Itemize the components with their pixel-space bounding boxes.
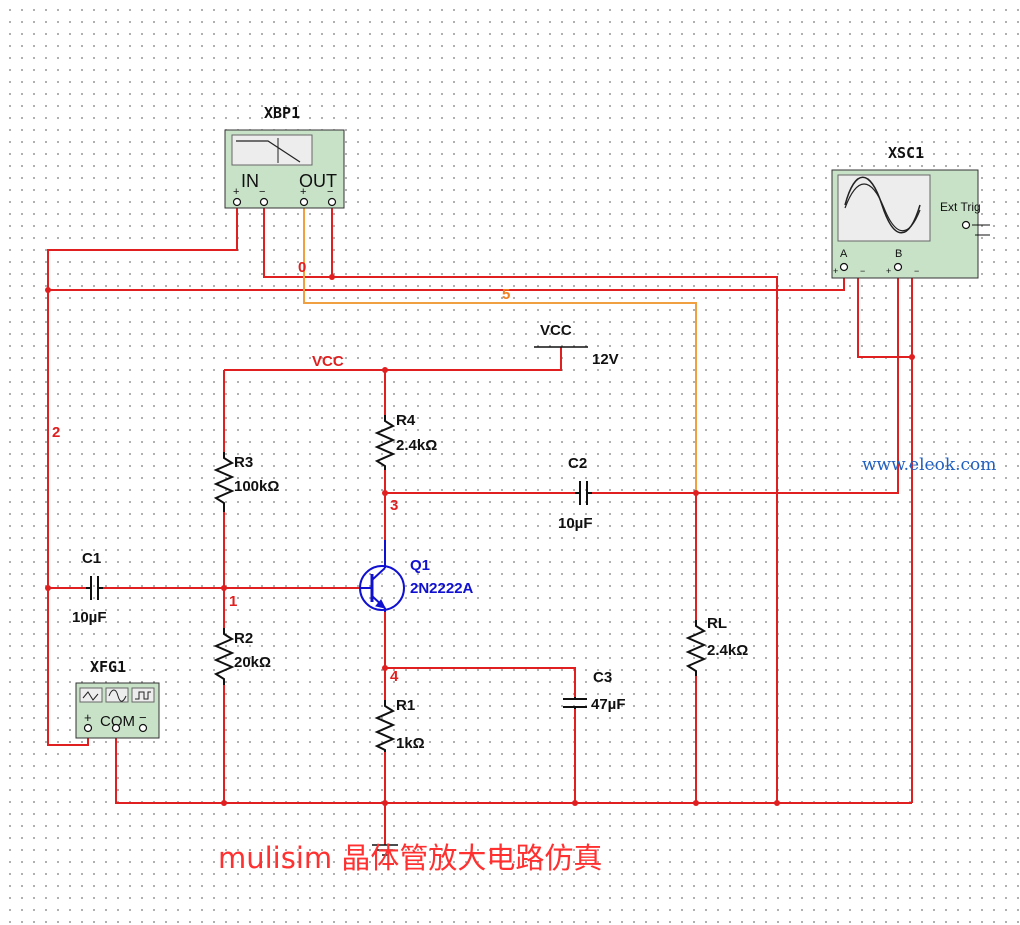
r4-value: 2.4kΩ — [396, 437, 437, 454]
bode-out-plus: + — [300, 186, 306, 198]
fgen-com-label: COM — [100, 713, 135, 730]
wire-c3-top[interactable] — [385, 667, 576, 697]
scope-a-minus: − — [860, 266, 865, 276]
bode-curve-icon — [236, 140, 301, 163]
bode-out-minus: − — [327, 186, 333, 198]
r4-ref: R4 — [396, 412, 416, 429]
scope-a-plus: + — [833, 266, 838, 276]
r3-ref: R3 — [234, 454, 253, 471]
sine-wave-icon — [108, 689, 127, 702]
resistor-r3[interactable]: R3 100kΩ — [213, 452, 279, 512]
capacitor-c3[interactable]: C3 47µF — [563, 669, 626, 713]
wire-ground-rail[interactable] — [115, 728, 912, 804]
net-label-4: 4 — [390, 668, 399, 685]
fgen-plus: + — [84, 710, 92, 725]
wire-vcc-rail[interactable] — [224, 347, 562, 371]
vcc-source[interactable]: VCC 12V — [534, 322, 619, 368]
r2-ref: R2 — [234, 630, 253, 647]
scope-ch-b-label: B — [895, 248, 902, 260]
c1-ref: C1 — [82, 550, 101, 567]
fgen-plus-terminal[interactable] — [83, 723, 93, 733]
function-generator-xfg1[interactable]: XFG1 + COM − — [75, 658, 160, 739]
resistor-r4[interactable]: R4 2.4kΩ — [374, 412, 437, 470]
vcc-ref: VCC — [540, 322, 572, 339]
net-labels: 0 5 2 VCC 3 1 4 — [52, 259, 510, 685]
rl-value: 2.4kΩ — [707, 642, 748, 659]
net-label-2: 2 — [52, 424, 60, 441]
q1-part: 2N2222A — [410, 580, 474, 597]
vcc-value: 12V — [592, 351, 619, 368]
c3-value: 47µF — [591, 696, 626, 713]
rl-ref: RL — [707, 615, 727, 632]
bode-plotter-xbp1[interactable]: XBP1 IN OUT + − + − — [224, 104, 345, 209]
wires — [47, 203, 913, 845]
bode-ref: XBP1 — [264, 104, 300, 122]
fgen-minus: − — [139, 710, 147, 725]
square-wave-icon — [135, 691, 151, 700]
net-label-0: 0 — [298, 259, 306, 276]
r1-ref: R1 — [396, 697, 415, 714]
fgen-minus-terminal[interactable] — [138, 723, 148, 733]
bode-out-minus-terminal[interactable] — [327, 197, 337, 207]
triangle-wave-icon — [82, 691, 99, 701]
resistor-rl[interactable]: RL 2.4kΩ — [685, 615, 748, 676]
oscilloscope-xsc1[interactable]: XSC1 Ext Trig A B + − + − — [831, 144, 990, 279]
bode-in-plus: + — [233, 186, 239, 198]
net-label-3: 3 — [390, 497, 398, 514]
capacitor-c1[interactable]: C1 10µF — [72, 550, 107, 626]
scope-a-terminal[interactable] — [839, 262, 849, 272]
r2-value: 20kΩ — [234, 654, 271, 671]
net-label-1: 1 — [229, 593, 237, 610]
c1-value: 10µF — [72, 609, 107, 626]
watermark-text: www.eleok.com — [862, 455, 996, 475]
c2-value: 10µF — [558, 515, 593, 532]
scope-ext-trig-terminal[interactable] — [961, 220, 971, 230]
bode-in-minus-terminal[interactable] — [259, 197, 269, 207]
fgen-ref: XFG1 — [90, 658, 126, 676]
bode-out-label: OUT — [299, 171, 337, 191]
fgen-com-terminal[interactable] — [111, 723, 121, 733]
net-label-vcc: VCC — [312, 353, 344, 370]
caption-text: mulisim 晶体管放大电路仿真 — [218, 841, 602, 875]
scope-ch-a-label: A — [840, 248, 848, 260]
wire-scope-a[interactable] — [48, 270, 845, 291]
scope-b-terminal[interactable] — [893, 262, 903, 272]
scope-b-plus: + — [886, 266, 891, 276]
r1-value: 1kΩ — [396, 735, 425, 752]
bode-in-label: IN — [241, 171, 259, 191]
resistor-r2[interactable]: R2 20kΩ — [213, 628, 271, 685]
ground-symbol — [372, 844, 398, 856]
c3-ref: C3 — [593, 669, 612, 686]
wire-net5[interactable] — [303, 203, 697, 493]
scope-wave-b-icon — [844, 183, 921, 232]
junctions — [45, 274, 915, 806]
scope-b-minus: − — [914, 266, 919, 276]
net-label-5: 5 — [502, 286, 510, 303]
q1-ref: Q1 — [410, 557, 430, 574]
resistor-r1[interactable]: R1 1kΩ — [374, 697, 425, 752]
wire-bode-in-minus[interactable] — [263, 203, 778, 803]
scope-ref: XSC1 — [888, 144, 924, 162]
bode-in-plus-terminal[interactable] — [232, 197, 242, 207]
wire-scope-minus[interactable] — [857, 270, 913, 358]
bode-in-minus: − — [259, 186, 265, 198]
capacitor-c2[interactable]: C2 10µF — [558, 455, 593, 532]
c2-ref: C2 — [568, 455, 587, 472]
transistor-q1[interactable]: Q1 2N2222A — [359, 540, 474, 612]
scope-ext-trig-label: Ext Trig — [940, 200, 981, 214]
wire-net2[interactable] — [47, 203, 238, 746]
wire-scope-b[interactable] — [696, 270, 899, 494]
bode-out-plus-terminal[interactable] — [299, 197, 309, 207]
r3-value: 100kΩ — [234, 478, 279, 495]
